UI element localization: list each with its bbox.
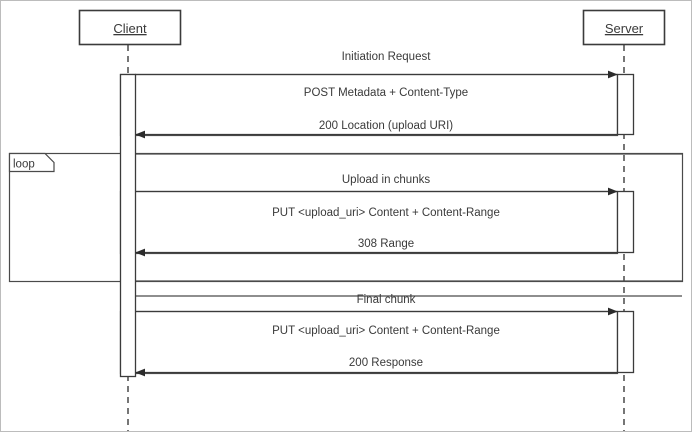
participant-box-server[interactable] xyxy=(582,9,666,46)
section-header-final-chunk: Final chunk xyxy=(357,294,416,306)
message-label-200-response: 200 Response xyxy=(349,357,423,369)
message-label-put-chunk: PUT <upload_uri> Content + Content-Range xyxy=(272,207,500,219)
message-label-post-metadata: POST Metadata + Content-Type xyxy=(304,87,468,99)
activation-bar-client xyxy=(119,73,137,378)
participant-label-server: Server xyxy=(605,21,644,36)
section-header-upload-chunks: Upload in chunks xyxy=(342,174,430,186)
message-label-200-location: 200 Location (upload URI) xyxy=(319,120,453,132)
loop-fragment-label: loop xyxy=(13,159,35,171)
activation-bar-server-chunk xyxy=(616,190,635,254)
loop-fragment-tab xyxy=(8,152,55,173)
activation-bar-server-final xyxy=(616,310,635,374)
participant-label-client: Client xyxy=(113,21,147,36)
message-label-put-final: PUT <upload_uri> Content + Content-Range xyxy=(272,325,500,337)
message-label-308-range: 308 Range xyxy=(358,238,414,250)
activation-bar-server-initiation xyxy=(616,73,635,136)
section-header-initiation: Initiation Request xyxy=(342,51,432,63)
participant-box-client[interactable] xyxy=(78,9,182,46)
